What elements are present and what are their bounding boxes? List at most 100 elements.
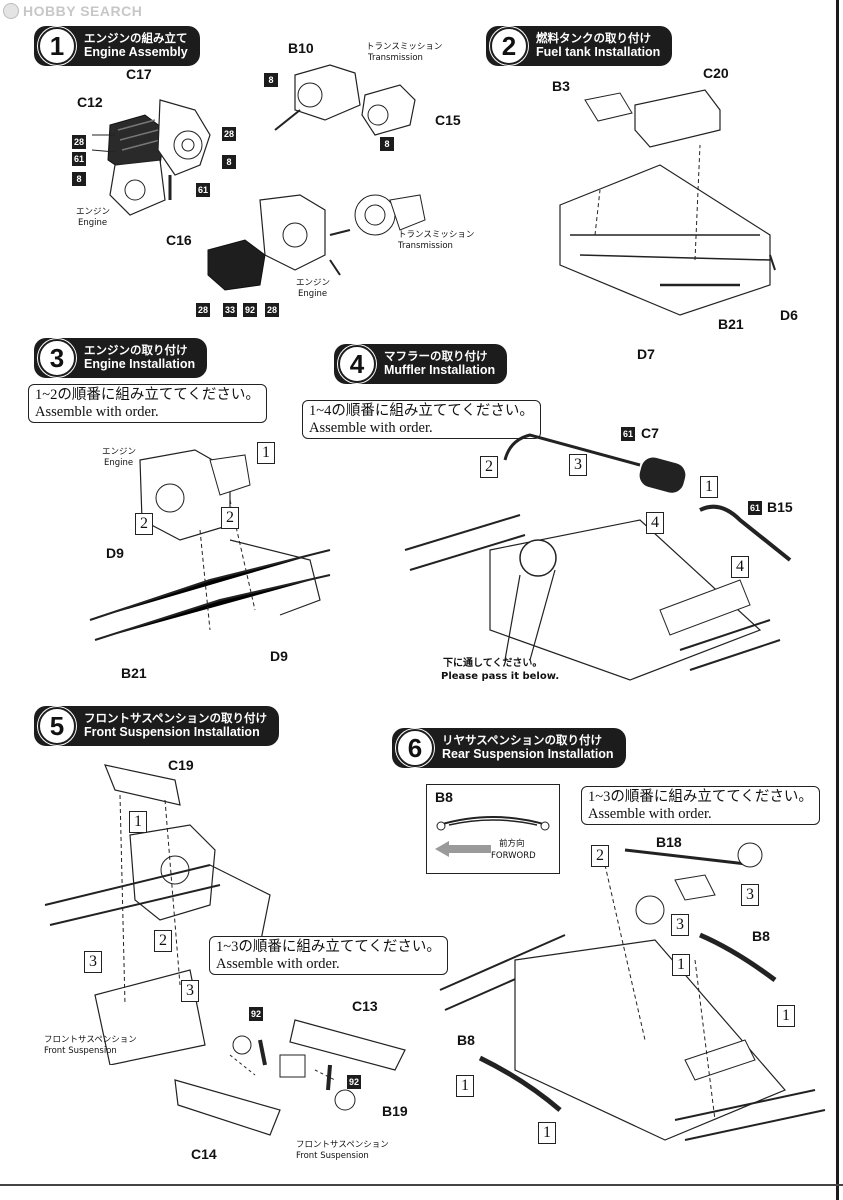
part-label-d6: D6 — [780, 307, 798, 323]
order-marker-4: 4 — [646, 512, 664, 534]
step-3-order-note-jp: 1~2の順番に組み立ててください。 — [35, 387, 260, 403]
engine-label-en-left: Engine — [78, 218, 108, 228]
step-4-order-note-jp: 1~4の順番に組み立ててください。 — [309, 403, 534, 419]
step-6-title-jp: リヤサスペンションの取り付け — [442, 733, 602, 748]
transmission-label-en-top: Transmission — [368, 53, 423, 63]
rear-suspension-figure — [435, 840, 830, 1170]
order-marker-4: 4 — [731, 556, 749, 578]
part-number-tag-8: 8 — [72, 172, 86, 186]
order-marker-3: 3 — [181, 980, 199, 1002]
order-marker-2: 2 — [480, 456, 498, 478]
part-number-tag-8: 8 — [264, 73, 278, 87]
step-4-order-note-en: Assemble with order. — [309, 419, 433, 436]
watermark-logo-icon — [3, 3, 19, 19]
step-2-title-en: Fuel tank Installation — [536, 45, 661, 60]
order-marker-2: 2 — [135, 513, 153, 535]
step-2-header: 2 燃料タンクの取り付け Fuel tank Installation — [486, 26, 673, 66]
front-suspension-label-en-left: Front Suspension — [44, 1046, 117, 1056]
step-3-title-jp: エンジンの取り付け — [84, 343, 188, 358]
order-marker-3: 3 — [569, 454, 587, 476]
step-4-title-en: Muffler Installation — [384, 363, 496, 378]
step-4-order-note: 1~4の順番に組み立ててください。 Assemble with order. — [302, 400, 541, 440]
watermark: HOBBY SEARCH — [3, 3, 142, 19]
part-label-d9: D9 — [270, 648, 288, 664]
engine-transmission-top-figure — [270, 55, 430, 145]
transmission-label-jp-top: トランスミッション — [366, 42, 443, 52]
part-label-b21: B21 — [121, 665, 147, 681]
part-label-b8: B8 — [752, 928, 770, 944]
transmission-label-en-bottom: Transmission — [398, 241, 453, 251]
part-label-b8: B8 — [457, 1032, 475, 1048]
part-number-tag-28: 28 — [196, 303, 210, 317]
page-border-right — [836, 0, 839, 1200]
part-number-tag-92: 92 — [243, 303, 257, 317]
part-number-tag-8: 8 — [222, 155, 236, 169]
engine-label-jp-step3: エンジン — [102, 447, 137, 457]
order-marker-1: 1 — [257, 442, 275, 464]
forward-arrow-icon — [435, 841, 491, 857]
part-label-b18: B18 — [656, 834, 682, 850]
part-number-tag-28: 28 — [265, 303, 279, 317]
order-marker-3: 3 — [84, 951, 102, 973]
part-label-d9: D9 — [106, 545, 124, 561]
step-6-number: 6 — [396, 729, 434, 767]
part-number-tag-28: 28 — [72, 135, 86, 149]
part-label-c16: C16 — [166, 232, 192, 248]
b8-forward-direction-box: B8 前方向 FORWORD — [426, 784, 560, 874]
front-suspension-chassis-figure — [40, 755, 280, 1065]
part-number-tag-61: 61 — [72, 152, 86, 166]
step-3-order-note-en: Assemble with order. — [35, 403, 159, 420]
front-suspension-exploded-figure — [170, 1010, 420, 1160]
engine-label-jp-bottom: エンジン — [296, 278, 331, 288]
step-4-header: 4 マフラーの取り付け Muffler Installation — [334, 344, 508, 384]
step-5-title-en: Front Suspension Installation — [84, 725, 260, 740]
engine-assembly-left-figure — [70, 90, 250, 240]
step-3-order-note: 1~2の順番に組み立ててください。 Assemble with order. — [28, 384, 267, 424]
order-marker-1: 1 — [538, 1122, 556, 1144]
part-label-c15: C15 — [435, 112, 461, 128]
pass-below-note-jp: 下に通してください。 — [443, 658, 543, 669]
front-suspension-label-en-bottom: Front Suspension — [296, 1151, 369, 1161]
step-3-title-en: Engine Installation — [84, 357, 196, 372]
order-marker-1: 1 — [672, 954, 690, 976]
order-marker-2: 2 — [154, 930, 172, 952]
part-label-b21: B21 — [718, 316, 744, 332]
part-label-b3: B3 — [552, 78, 570, 94]
step-5-number: 5 — [38, 707, 76, 745]
step-2-number: 2 — [490, 27, 528, 65]
front-suspension-label-jp-bottom: フロントサスペンション — [296, 1140, 389, 1150]
order-marker-1: 1 — [700, 476, 718, 498]
engine-label-jp-left: エンジン — [76, 207, 111, 217]
part-number-tag-61: 61 — [748, 501, 762, 515]
step-4-number: 4 — [338, 345, 376, 383]
part-label-b8: B8 — [435, 789, 453, 805]
part-label-b15: B15 — [767, 499, 793, 515]
step-3-number: 3 — [38, 339, 76, 377]
order-marker-3: 3 — [741, 884, 759, 906]
part-number-tag-61: 61 — [621, 427, 635, 441]
step-1-header: 1 エンジンの組み立て Engine Assembly — [34, 26, 200, 66]
order-marker-1: 1 — [129, 811, 147, 833]
part-label-c20: C20 — [703, 65, 729, 81]
step-6-header: 6 リヤサスペンションの取り付け Rear Suspension Install… — [392, 728, 626, 768]
step-6-order-note-en: Assemble with order. — [588, 805, 712, 822]
part-label-c7: C7 — [641, 425, 659, 441]
step-3-header: 3 エンジンの取り付け Engine Installation — [34, 338, 208, 378]
order-marker-3: 3 — [671, 914, 689, 936]
order-marker-2: 2 — [591, 845, 609, 867]
order-marker-2: 2 — [221, 507, 239, 529]
step-5-header: 5 フロントサスペンションの取り付け Front Suspension Inst… — [34, 706, 279, 746]
fuel-tank-chassis-figure — [540, 85, 820, 345]
watermark-text: HOBBY SEARCH — [23, 3, 143, 19]
part-label-b10: B10 — [288, 40, 314, 56]
engine-label-en-bottom: Engine — [298, 289, 328, 299]
part-number-tag-61: 61 — [196, 183, 210, 197]
part-label-c19: C19 — [168, 757, 194, 773]
pass-below-note-en: Please pass it below. — [441, 671, 560, 682]
page-border-bottom — [0, 1184, 843, 1186]
step-5-order-note: 1~3の順番に組み立ててください。 Assemble with order. — [209, 936, 448, 976]
front-suspension-label-jp-left: フロントサスペンション — [44, 1035, 137, 1045]
muffler-installation-figure — [400, 420, 800, 690]
part-number-tag-92: 92 — [249, 1007, 263, 1021]
part-label-c12: C12 — [77, 94, 103, 110]
